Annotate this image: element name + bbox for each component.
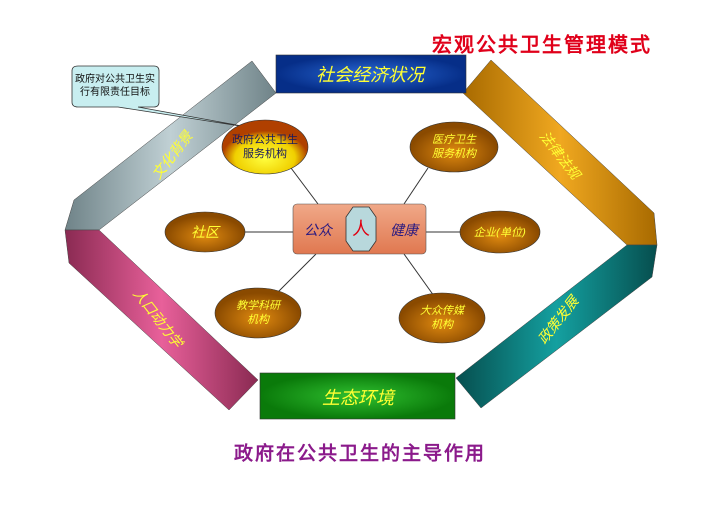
center-octagon	[345, 206, 377, 252]
node-gov-shape	[221, 119, 309, 175]
node-enterprise-shape	[459, 210, 541, 254]
center-right-label: 健康	[390, 223, 418, 239]
callout-bubble	[71, 65, 254, 129]
label-bottom: 生态环境	[322, 388, 394, 409]
box-bottom	[259, 372, 456, 420]
node-enterprise: 企业(单位)	[473, 226, 527, 239]
band-lower-right	[455, 244, 658, 409]
node-education-shape	[214, 287, 302, 339]
center-left-label: 公众	[304, 223, 332, 239]
label-top: 社会经济状况	[316, 65, 424, 86]
page-title: 宏观公共卫生管理模式	[432, 32, 652, 57]
node-education: 教学科研机构	[236, 299, 280, 326]
node-medical: 医疗卫生服务机构	[432, 133, 476, 160]
node-media-shape	[398, 292, 486, 344]
node-community: 社区	[191, 225, 219, 241]
node-medical-shape	[409, 121, 499, 173]
callout-text: 政府对公共卫生实行有限责任目标	[75, 74, 155, 98]
node-media: 大众传媒机构	[420, 304, 464, 331]
node-gov: 政府公共卫生服务机构	[232, 133, 298, 160]
footer-caption: 政府在公共卫生的主导作用	[233, 442, 487, 465]
box-top	[275, 54, 467, 94]
band-lower-left	[64, 229, 259, 411]
connector-lines	[245, 167, 460, 297]
node-community-shape	[164, 211, 246, 253]
center-core-label: 人	[352, 219, 370, 240]
